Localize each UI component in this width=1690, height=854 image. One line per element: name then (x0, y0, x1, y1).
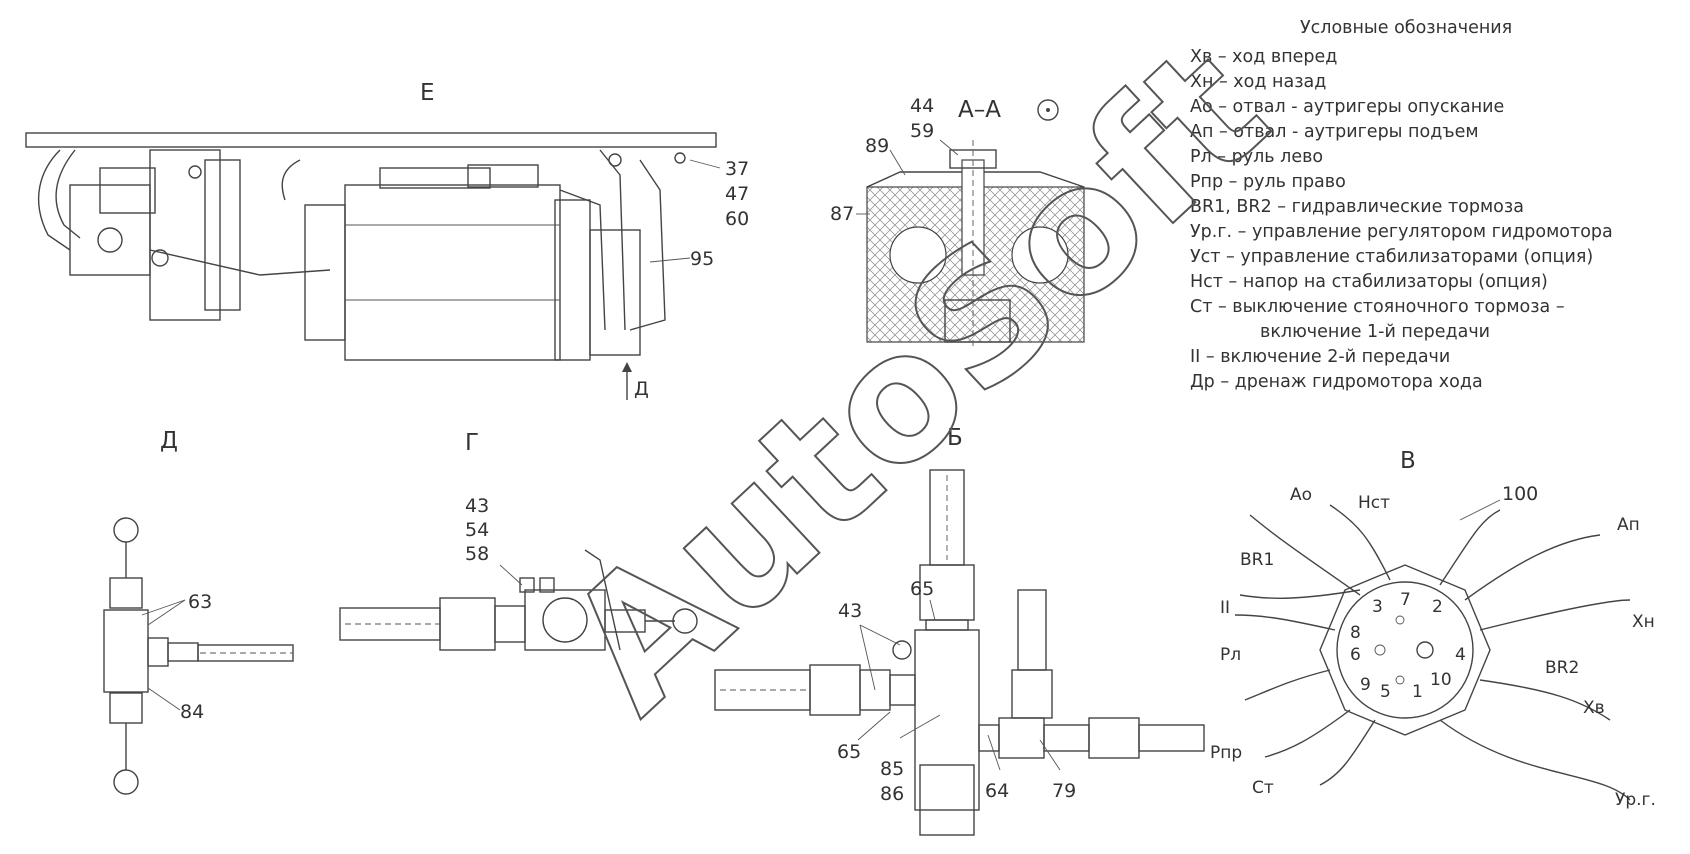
view-e: Е 37 47 60 95 (25, 80, 749, 400)
callout-65-top: 65 (910, 578, 934, 600)
view-d: Д 63 84 (103, 428, 294, 795)
port-ap: Ап (1617, 515, 1640, 535)
port-rl: Рл (1220, 645, 1241, 665)
hole-number: 10 (1430, 670, 1452, 690)
view-g: Г 43 54 58 (339, 430, 698, 651)
callout-58: 58 (465, 543, 489, 565)
legend-item: Ур.г. – управление регулятором гидромото… (1190, 222, 1613, 242)
port-st: Ст (1252, 778, 1274, 798)
callout-85: 85 (880, 758, 904, 780)
legend-title: Условные обозначения (1300, 18, 1512, 38)
legend-item: Ст – выключение стояночного тормоза – (1190, 297, 1565, 317)
port-rpr: Рпр (1210, 743, 1242, 763)
legend-item: Рл – руль лево (1190, 147, 1323, 167)
view-v-label: В (1400, 448, 1416, 474)
legend-item: II – включение 2-й передачи (1190, 347, 1450, 367)
callout-44: 44 (910, 95, 934, 117)
view-d-label: Д (160, 428, 178, 454)
callout-63: 63 (188, 591, 212, 613)
port-urg: Ур.г. (1615, 790, 1656, 810)
view-b-label: Б (947, 425, 963, 451)
callout-87: 87 (830, 203, 854, 225)
port-xv: Хв (1583, 698, 1605, 718)
callout-47: 47 (725, 183, 749, 205)
legend-item: Хв – ход вперед (1190, 47, 1337, 67)
hole-number: 9 (1360, 675, 1371, 695)
view-b: Б 65 43 65 85 86 64 79 (714, 425, 1205, 836)
callout-54: 54 (465, 519, 489, 541)
legend: Условные обозначения Хв – ход вперед Хн … (1190, 18, 1613, 392)
legend-item: Уст – управление стабилизаторами (опция) (1190, 247, 1593, 267)
legend-item: Др – дренаж гидромотора хода (1190, 372, 1483, 392)
legend-item: Хн – ход назад (1190, 72, 1326, 92)
port-xn: Хн (1632, 612, 1655, 632)
callout-100: 100 (1502, 483, 1538, 505)
hole-number: 3 (1372, 597, 1383, 617)
callout-65-bottom: 65 (837, 741, 861, 763)
hole-number: 2 (1432, 597, 1443, 617)
section-aa-label: А–А (958, 97, 1001, 123)
hole-number: 6 (1350, 645, 1361, 665)
legend-item: BR1, BR2 – гидравлические тормоза (1190, 197, 1524, 217)
callout-84: 84 (180, 701, 204, 723)
legend-item: Ап – отвал - аутригеры подъем (1190, 122, 1479, 142)
port-ao: Ао (1290, 485, 1312, 505)
callout-37: 37 (725, 158, 749, 180)
callout-86: 86 (880, 783, 904, 805)
hole-number: 5 (1380, 682, 1391, 702)
legend-item: Нст – напор на стабилизаторы (опция) (1190, 272, 1548, 292)
hole-number: 7 (1400, 590, 1411, 610)
legend-item: включение 1-й передачи (1260, 322, 1490, 342)
port-ii: II (1220, 598, 1230, 618)
view-d-arrow-label: Д (634, 378, 649, 400)
callout-95: 95 (690, 248, 714, 270)
port-nst: Нст (1358, 493, 1390, 513)
callout-64: 64 (985, 780, 1009, 802)
view-g-label: Г (465, 430, 479, 456)
legend-item: Рпр – руль право (1190, 172, 1346, 192)
port-br1: BR1 (1240, 550, 1274, 570)
port-br2: BR2 (1545, 658, 1579, 678)
hole-number: 8 (1350, 623, 1361, 643)
section-aa: 44 59 А–А 89 87 (830, 95, 1085, 350)
callout-79: 79 (1052, 780, 1076, 802)
hole-number: 4 (1455, 645, 1466, 665)
callout-89: 89 (865, 135, 889, 157)
callout-43-b: 43 (838, 600, 862, 622)
hole-number: 1 (1412, 682, 1423, 702)
callout-59: 59 (910, 120, 934, 142)
view-v: В Ао Нст Ап BR1 Хн II BR2 Рл Хв Рпр Ст У… (1210, 448, 1656, 810)
legend-item: Ао – отвал - аутригеры опускание (1190, 97, 1504, 117)
callout-60: 60 (725, 208, 749, 230)
callout-43: 43 (465, 495, 489, 517)
view-e-label: Е (420, 80, 435, 106)
